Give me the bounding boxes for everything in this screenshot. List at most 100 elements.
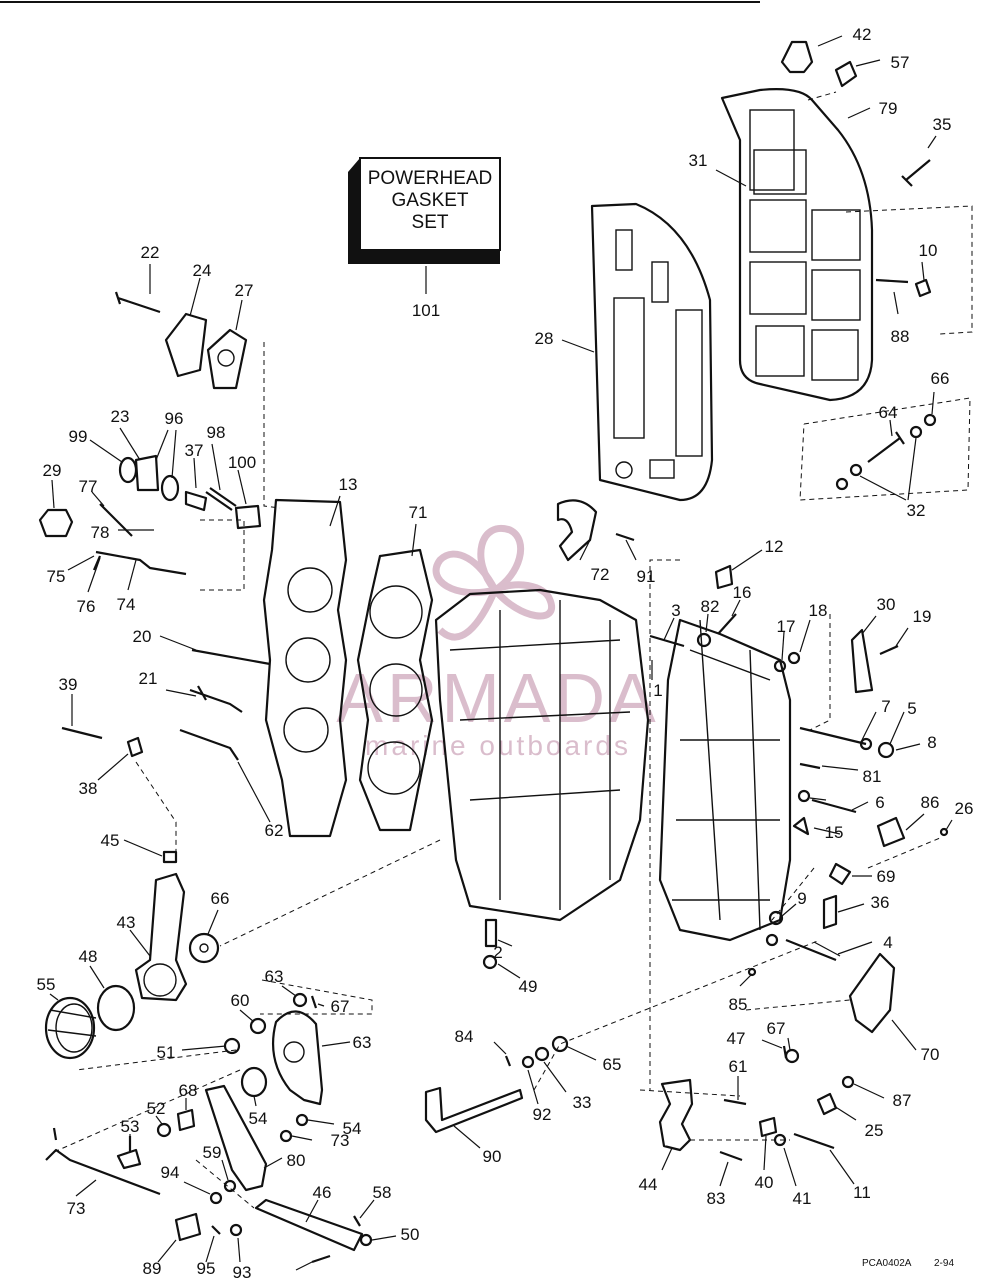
callout-67: 67: [331, 997, 350, 1016]
callout-11: 11: [853, 1183, 871, 1202]
callout-leaders: [49, 35, 953, 1271]
callout-88: 88: [891, 327, 910, 346]
kit-label-line-3: SET: [412, 212, 449, 233]
part-washer-hole: [199, 943, 209, 953]
part-screw: [615, 532, 635, 542]
callout-89: 89: [143, 1259, 162, 1278]
callout-5: 5: [907, 699, 916, 718]
callout-40: 40: [755, 1173, 774, 1192]
part-washer: [359, 1233, 373, 1247]
callout-29: 29: [43, 461, 62, 480]
part-nut: [773, 659, 787, 673]
callout-67: 67: [767, 1019, 786, 1038]
part-washer: [765, 933, 779, 947]
drawing-code: PCA0402A: [862, 1258, 912, 1269]
part-washer: [849, 463, 863, 477]
part-lifting-bracket: [556, 499, 598, 562]
part-washer: [156, 1122, 172, 1138]
callout-25: 25: [865, 1121, 884, 1140]
part-clip: [714, 564, 734, 590]
callout-64: 64: [879, 403, 898, 422]
part-washer: [923, 413, 937, 427]
part-spring: [61, 726, 103, 740]
part-fitting: [914, 278, 932, 298]
part-screw: [799, 762, 821, 770]
part-washer: [188, 932, 220, 964]
part-clamp-assembly: [658, 1078, 694, 1152]
part-screw: [939, 827, 949, 837]
part-plug: [696, 632, 712, 648]
part-washer: [295, 1113, 309, 1127]
callout-13: 13: [339, 475, 358, 494]
part-nut: [784, 1048, 800, 1064]
part-lever: [850, 628, 874, 694]
part-washer: [534, 1046, 550, 1062]
part-roller: [240, 1066, 268, 1098]
callout-63: 63: [353, 1033, 372, 1052]
callout-100: 100: [228, 453, 256, 472]
callout-80: 80: [287, 1151, 306, 1170]
part-screw: [867, 431, 905, 463]
callout-26: 26: [955, 799, 974, 818]
callout-77: 77: [79, 477, 98, 496]
part-screw: [879, 644, 899, 656]
callout-17: 17: [777, 617, 796, 636]
callout-16: 16: [733, 583, 752, 602]
callout-98: 98: [207, 423, 226, 442]
part-clamp: [822, 894, 838, 930]
callout-73: 73: [67, 1199, 86, 1218]
part-stud: [875, 278, 909, 284]
callout-79: 79: [879, 99, 898, 118]
part-pin: [747, 967, 757, 977]
callout-96: 96: [165, 409, 184, 428]
part-screw: [901, 159, 931, 187]
callout-99: 99: [69, 427, 88, 446]
part-thermostat: [134, 454, 160, 492]
callout-8: 8: [927, 733, 936, 752]
callout-65: 65: [603, 1055, 622, 1074]
callout-9: 9: [797, 889, 806, 908]
part-coil-spring: [44, 996, 97, 1060]
part-rod: [424, 1086, 524, 1134]
part-exhaust-cover: [720, 88, 874, 402]
part-crankcase: [434, 588, 650, 922]
callout-87: 87: [893, 1091, 912, 1110]
callout-35: 35: [933, 115, 952, 134]
callout-47: 47: [727, 1029, 746, 1048]
part-nut: [292, 992, 308, 1008]
callout-70: 70: [921, 1045, 940, 1064]
part-link-rod: [254, 1198, 364, 1252]
part-timing-plate: [848, 952, 896, 1034]
kit-label-line-2: GASKET: [391, 190, 468, 211]
callout-78: 78: [91, 523, 110, 542]
part-washer: [482, 954, 498, 970]
callout-74: 74: [117, 595, 136, 614]
part-nut: [249, 1017, 267, 1035]
callout-42: 42: [853, 25, 872, 44]
kit-part-number: 101: [412, 301, 440, 320]
callout-37: 37: [185, 441, 204, 460]
callout-75: 75: [47, 567, 66, 586]
callout-36: 36: [871, 893, 890, 912]
callout-86: 86: [921, 793, 940, 812]
part-thermostat-cover: [164, 312, 208, 378]
part-cotter-pin: [504, 1055, 512, 1067]
callout-82: 82: [701, 597, 720, 616]
callout-43: 43: [117, 913, 136, 932]
callout-54: 54: [343, 1119, 362, 1138]
callout-33: 33: [573, 1093, 592, 1112]
callout-12: 12: [765, 537, 784, 556]
callout-2: 2: [493, 943, 502, 962]
part-nut: [877, 741, 895, 759]
callout-71: 71: [409, 503, 428, 522]
callout-51: 51: [157, 1043, 176, 1062]
callout-52: 52: [147, 1099, 166, 1118]
watermark-propeller-logo: [432, 524, 556, 641]
callout-7: 7: [881, 697, 890, 716]
callout-27: 27: [235, 281, 254, 300]
part-pin: [174, 1212, 202, 1242]
part-exhaust-cover-gasket: [590, 202, 714, 502]
part-cylinder-block: [658, 618, 792, 942]
callout-72: 72: [591, 565, 610, 584]
